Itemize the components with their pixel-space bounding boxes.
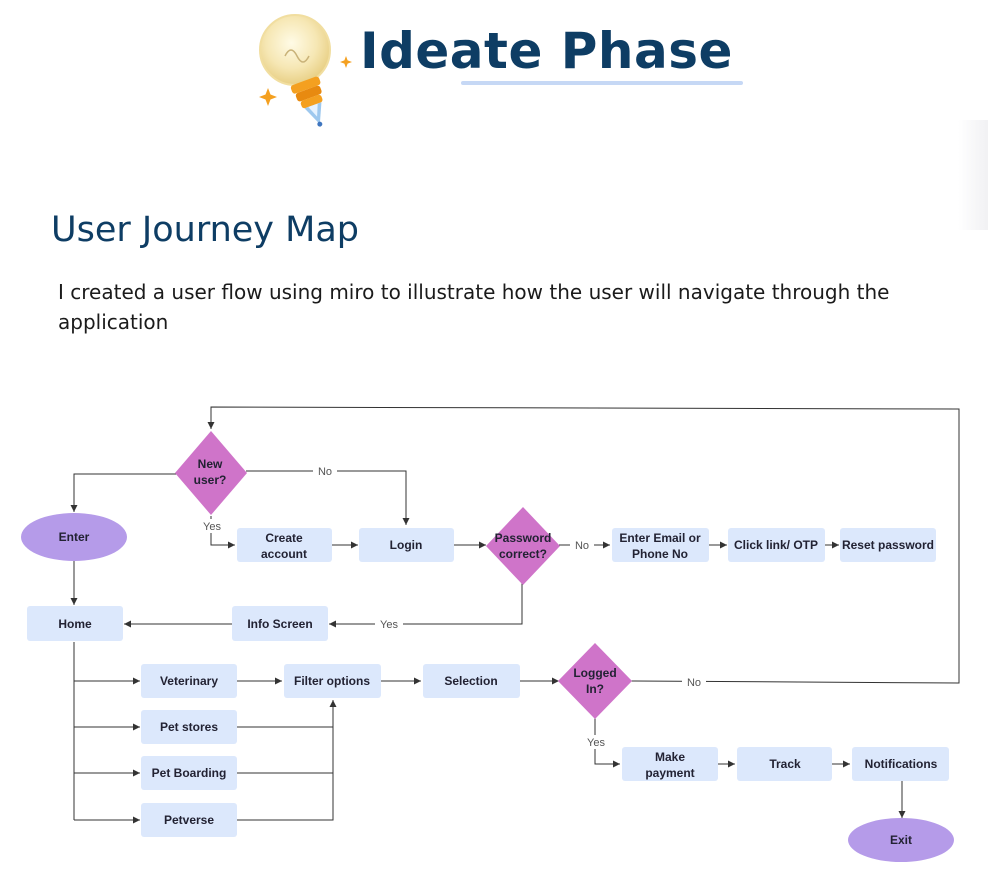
node-selection: Selection	[423, 664, 520, 698]
svg-text:Pet Boarding: Pet Boarding	[152, 766, 227, 780]
edge-logged-in-yes	[594, 718, 620, 768]
edge-new-user-no	[246, 470, 410, 525]
svg-text:Track: Track	[769, 757, 801, 771]
edge-labels: No Yes No Yes No Yes	[199, 464, 706, 749]
flow-edges	[70, 406, 960, 824]
svg-text:Enter Email or: Enter Email or	[619, 531, 701, 545]
edge-password-yes	[329, 583, 523, 628]
node-exit: Exit	[848, 818, 954, 862]
sparkle-icon	[259, 88, 277, 106]
edge-label-logged-in-yes: Yes	[587, 737, 605, 749]
svg-text:Notifications: Notifications	[865, 757, 938, 771]
edge-label-new-user-yes: Yes	[203, 521, 221, 533]
edge-label-new-user-no: No	[318, 466, 332, 478]
svg-text:Enter: Enter	[59, 530, 90, 544]
node-petverse: Petverse	[141, 803, 237, 837]
node-veterinary: Veterinary	[141, 664, 237, 698]
node-enter-email: Enter Email or Phone No	[612, 528, 709, 562]
svg-text:Password: Password	[495, 531, 552, 545]
edge-logged-in-no	[207, 406, 960, 684]
title-underline	[461, 81, 743, 85]
node-logged-in: Logged In?	[558, 643, 632, 719]
svg-text:Selection: Selection	[444, 674, 497, 688]
node-password-correct: Password correct?	[486, 507, 560, 585]
node-notifications: Notifications	[852, 747, 949, 781]
svg-text:Home: Home	[58, 617, 92, 631]
svg-text:Exit: Exit	[890, 833, 912, 847]
node-click-link: Click link/ OTP	[728, 528, 825, 562]
node-track: Track	[737, 747, 832, 781]
edge-label-password-no: No	[575, 540, 589, 552]
edge-petverse-to-filter	[237, 700, 337, 821]
node-make-payment: Make payment	[622, 747, 718, 781]
node-filter-options: Filter options	[284, 664, 381, 698]
svg-text:Click link/ OTP: Click link/ OTP	[734, 538, 818, 552]
edge-label-password-yes: Yes	[380, 619, 398, 631]
svg-text:correct?: correct?	[499, 547, 547, 561]
svg-text:Filter options: Filter options	[294, 674, 370, 688]
svg-text:Create: Create	[265, 531, 303, 545]
svg-text:Login: Login	[390, 538, 423, 552]
svg-text:New: New	[198, 457, 223, 471]
node-reset-password: Reset password	[840, 528, 936, 562]
svg-text:Info Screen: Info Screen	[247, 617, 312, 631]
edge-shadow	[958, 120, 988, 230]
svg-text:account: account	[261, 547, 307, 561]
svg-text:Reset password: Reset password	[842, 538, 934, 552]
svg-text:Veterinary: Veterinary	[160, 674, 218, 688]
svg-text:Petverse: Petverse	[164, 813, 214, 827]
page-title: Ideate Phase	[360, 22, 733, 80]
lightbulb-icon	[259, 14, 352, 127]
node-home: Home	[27, 606, 123, 641]
svg-text:user?: user?	[194, 473, 227, 487]
section-title: User Journey Map	[51, 210, 360, 250]
svg-text:Logged: Logged	[573, 666, 616, 680]
svg-text:Pet stores: Pet stores	[160, 720, 218, 734]
node-new-user: New user?	[175, 431, 247, 515]
node-pet-stores: Pet stores	[141, 710, 237, 744]
node-info-screen: Info Screen	[232, 606, 328, 641]
description-text: I created a user flow using miro to illu…	[58, 280, 890, 334]
node-login: Login	[359, 528, 454, 562]
node-enter: Enter	[21, 513, 127, 561]
edge-new-user-to-enter	[70, 473, 178, 512]
svg-text:Make: Make	[655, 750, 685, 764]
node-pet-boarding: Pet Boarding	[141, 756, 237, 790]
svg-text:payment: payment	[645, 766, 694, 780]
svg-text:Phone No: Phone No	[632, 547, 688, 561]
svg-text:In?: In?	[586, 682, 604, 696]
edge-label-logged-in-no: No	[687, 677, 701, 689]
node-create-account: Create account	[237, 528, 332, 562]
